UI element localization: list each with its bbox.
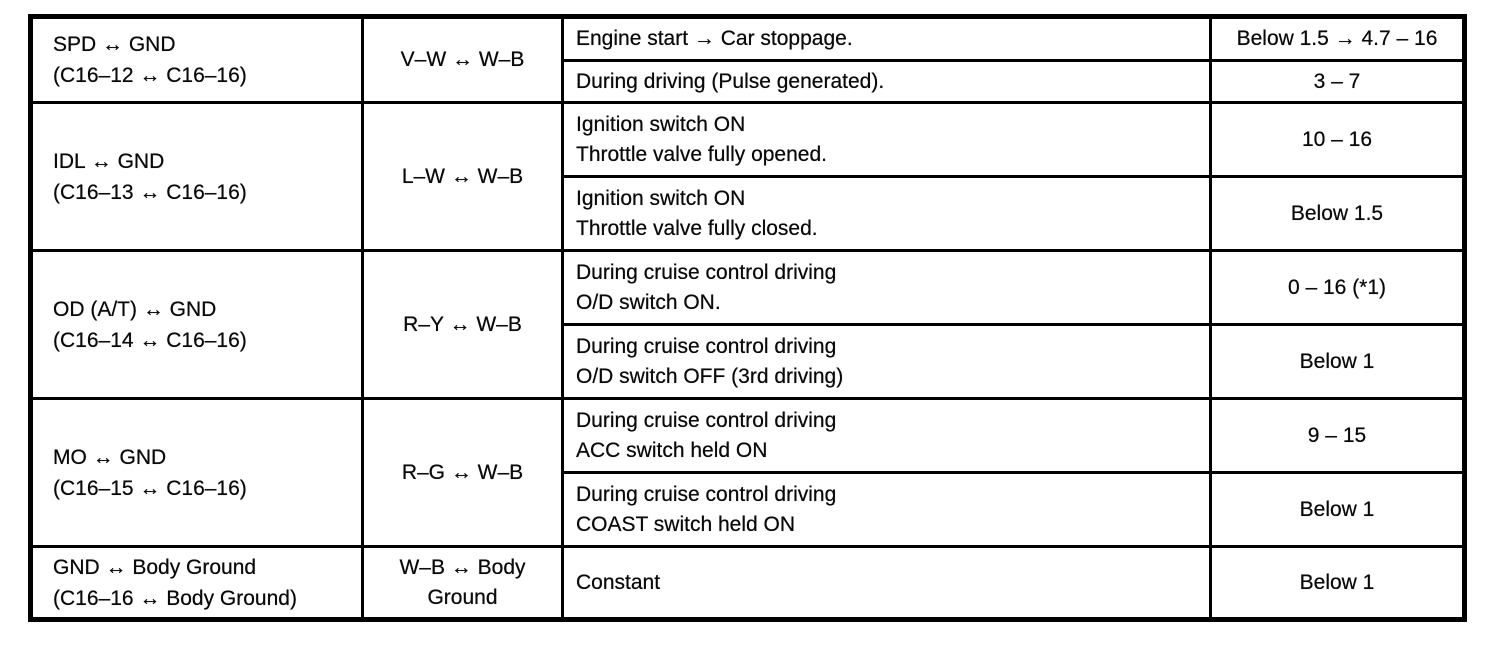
table-row: During cruise control driving COAST swit… [31, 471, 1466, 548]
wire-color-cell-spd: V–W ↔ W–B [361, 15, 564, 104]
wire-color-cell-gnd: W–B ↔ Body Ground [361, 545, 564, 621]
table-row: GND ↔ Body Ground (C16–16 ↔ Body Ground)… [29, 545, 1466, 621]
terminal-cell-mo: MO ↔ GND (C16–15 ↔ C16–16) [29, 397, 364, 548]
value-cell: Below 1 [1209, 471, 1466, 548]
table-row: Ignition switch ON Throttle valve fully … [31, 175, 1466, 252]
value-cell: 10 – 16 [1209, 101, 1466, 178]
table-row: During cruise control driving O/D switch… [31, 323, 1466, 400]
condition-cell: Ignition switch ON Throttle valve fully … [561, 101, 1212, 178]
value-cell: Below 1.5 [1209, 175, 1466, 252]
condition-cell: Engine start → Car stoppage. [561, 15, 1212, 62]
terminal-cell-spd: SPD ↔ GND (C16–12 ↔ C16–16) [29, 15, 364, 104]
condition-cell: During driving (Pulse generated). [561, 59, 1212, 104]
table-row: OD (A/T) ↔ GND (C16–14 ↔ C16–16) R–Y ↔ W… [29, 249, 1466, 400]
condition-cell: During cruise control driving ACC switch… [561, 397, 1212, 474]
wire-color-cell-idl: L–W ↔ W–B [361, 101, 564, 252]
condition-cell: Ignition switch ON Throttle valve fully … [561, 175, 1212, 252]
wire-color-cell-mo: R–G ↔ W–B [361, 397, 564, 548]
condition-cell: Constant [561, 545, 1212, 621]
terminal-cell-idl: IDL ↔ GND (C16–13 ↔ C16–16) [29, 101, 364, 252]
condition-cell: During cruise control driving O/D switch… [561, 323, 1212, 400]
terminal-cell-gnd: GND ↔ Body Ground (C16–16 ↔ Body Ground) [29, 545, 364, 621]
terminal-cell-od: OD (A/T) ↔ GND (C16–14 ↔ C16–16) [29, 249, 364, 400]
value-cell: Below 1 [1209, 323, 1466, 400]
condition-cell: During cruise control driving COAST swit… [561, 471, 1212, 548]
wire-color-cell-od: R–Y ↔ W–B [361, 249, 564, 400]
condition-cell: During cruise control driving O/D switch… [561, 249, 1212, 326]
value-cell: 3 – 7 [1209, 59, 1466, 104]
value-cell: Below 1.5 → 4.7 – 16 [1209, 15, 1466, 62]
value-cell: 9 – 15 [1209, 397, 1466, 474]
terminal-voltage-spec-table: SPD ↔ GND (C16–12 ↔ C16–16) V–W ↔ W–B En… [28, 14, 1467, 622]
table-row: During driving (Pulse generated). 3 – 7 [31, 59, 1466, 104]
value-cell: 0 – 16 (*1) [1209, 249, 1466, 326]
table-row: IDL ↔ GND (C16–13 ↔ C16–16) L–W ↔ W–B Ig… [29, 101, 1466, 252]
table-row: SPD ↔ GND (C16–12 ↔ C16–16) V–W ↔ W–B En… [29, 15, 1466, 104]
value-cell: Below 1 [1209, 545, 1466, 621]
table-row: MO ↔ GND (C16–15 ↔ C16–16) R–G ↔ W–B Dur… [29, 397, 1466, 548]
